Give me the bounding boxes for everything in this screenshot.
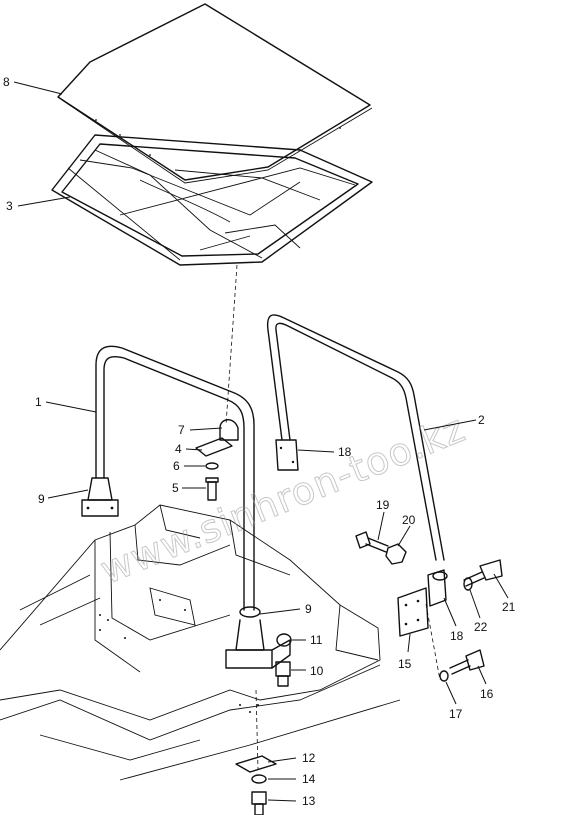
- lower-flange-assembly: [397, 569, 448, 681]
- alignment-line: [225, 264, 238, 426]
- callout-18-upper: 18: [338, 445, 352, 459]
- watermark: www.sinhron-too.kz: [94, 406, 471, 593]
- callout-9-center: 9: [305, 602, 312, 616]
- center-mount: [225, 606, 292, 771]
- callout-1: 1: [35, 395, 42, 409]
- callout-17: 17: [449, 707, 463, 721]
- callout-2: 2: [478, 413, 485, 427]
- callout-8: 8: [3, 75, 10, 89]
- callout-13: 13: [302, 794, 316, 808]
- callout-11: 11: [310, 633, 323, 647]
- callout-15: 15: [398, 657, 412, 671]
- clamp-assembly: [195, 419, 239, 501]
- rear-roll-bar: [266, 314, 445, 561]
- callout-10: 10: [310, 664, 324, 678]
- callout-18-lower: 18: [450, 629, 464, 643]
- leader-lines: [13, 81, 509, 802]
- callout-7: 7: [178, 423, 185, 437]
- roof-panel: [57, 3, 373, 184]
- callout-3: 3: [6, 199, 13, 213]
- callout-19: 19: [376, 498, 390, 512]
- callout-5: 5: [172, 481, 179, 495]
- callouts: 8 3 1 2 7 4 6 5 9 9 18 19 20 11 10 21 22…: [3, 75, 516, 808]
- callout-20: 20: [402, 513, 416, 527]
- callout-4: 4: [175, 442, 182, 456]
- floor-deck: [0, 504, 401, 781]
- callout-12: 12: [302, 751, 316, 765]
- front-roll-bar: [81, 345, 255, 611]
- fasteners-right: [355, 531, 503, 682]
- callout-14: 14: [302, 772, 316, 786]
- callout-22: 22: [474, 620, 488, 634]
- roof-frame: [51, 134, 373, 266]
- callout-16: 16: [480, 687, 494, 701]
- callout-21: 21: [502, 600, 516, 614]
- callout-9-left: 9: [38, 492, 45, 506]
- callout-6: 6: [173, 459, 180, 473]
- bottom-fasteners: [235, 755, 277, 815]
